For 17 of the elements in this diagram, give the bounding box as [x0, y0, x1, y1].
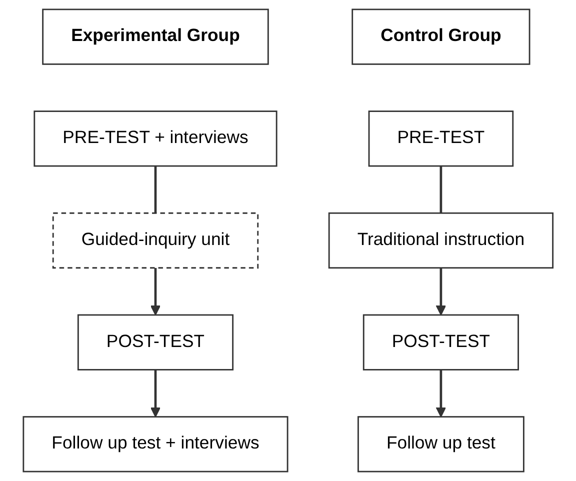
arrow [150, 268, 161, 316]
flowchart: Experimental Group PRE-TEST + interviews Guided-inquiry unit POST-TEST Follow up test + interviews Control Group PRE-TEST Traditional instruction POST-TEST Follow up test [14, 0, 562, 481]
node-box [352, 8, 530, 65]
node-box [357, 416, 524, 472]
node-box [42, 8, 269, 65]
node-box [22, 416, 288, 472]
node-box [52, 212, 258, 269]
node-box [77, 314, 234, 370]
arrow [436, 268, 446, 316]
connector [440, 166, 442, 214]
connector [154, 166, 157, 214]
node-box [328, 212, 554, 269]
arrow [436, 370, 446, 418]
node-box [34, 110, 278, 167]
node-box [362, 314, 519, 370]
arrow [150, 370, 161, 418]
node-box [368, 110, 514, 167]
